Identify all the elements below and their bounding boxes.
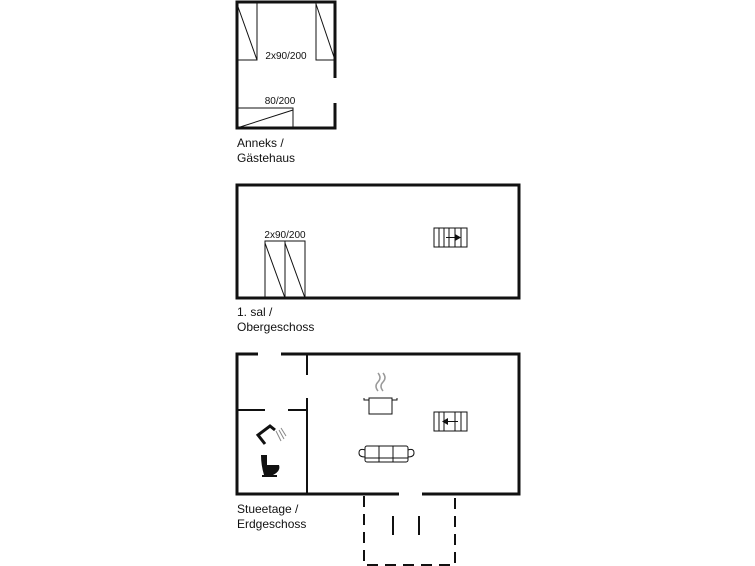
first-floor-title: 1. sal / [237, 305, 273, 319]
ground-floor-walls [235, 352, 521, 496]
ground-floor-title: Erdgeschoss [237, 517, 306, 531]
annex-title: Gästehaus [237, 151, 295, 165]
ground-floor-title: Stueetage / [237, 502, 299, 516]
ground-floor-plan: Stueetage / Erdgeschoss [235, 352, 521, 566]
interior-walls [237, 354, 308, 494]
bed-icon [236, 1, 258, 61]
bed-icon [315, 1, 336, 61]
shower-icon [255, 424, 287, 445]
first-floor-plan: 2x90/200 1. sal / Obergeschoss [235, 183, 521, 334]
first-floor-title: Obergeschoss [237, 320, 314, 334]
bed-size-label: 2x90/200 [265, 51, 307, 62]
toilet-icon [261, 455, 280, 477]
stairs-icon [433, 411, 468, 432]
bed-icon [236, 107, 294, 129]
first-floor-walls [235, 183, 521, 300]
annex-title: Anneks / [237, 136, 284, 150]
stairs-icon [433, 227, 468, 248]
bed-size-label: 80/200 [265, 96, 296, 107]
bed-icon [264, 240, 306, 299]
terrace-outline [363, 496, 456, 566]
kitchen-pot-icon [363, 372, 398, 415]
sofa-icon [358, 445, 415, 463]
bed-size-label: 2x90/200 [264, 230, 306, 241]
annex-plan: 2x90/200 80/200 Anneks / Gästehaus [235, 0, 337, 165]
annex-walls [235, 0, 337, 130]
